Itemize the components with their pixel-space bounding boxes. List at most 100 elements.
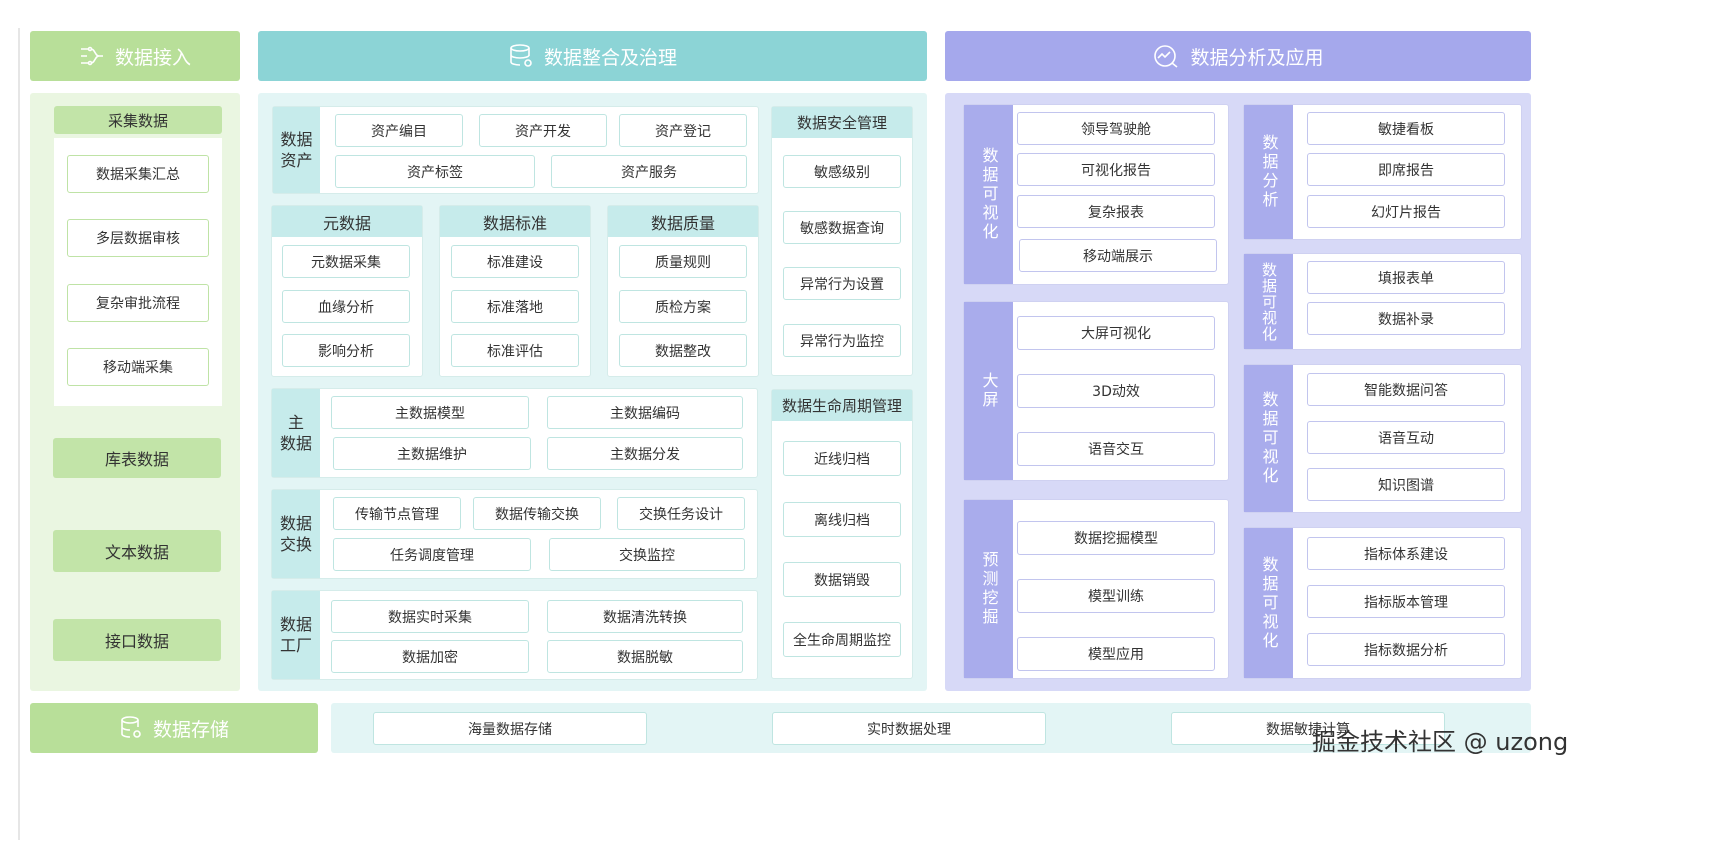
factory-item[interactable]: 数据加密 [331, 640, 529, 673]
header-label: 数据存储 [152, 718, 229, 741]
security-item[interactable]: 异常行为监控 [783, 324, 901, 357]
watermark: 掘金技术社区 @ uzong [1312, 728, 1569, 756]
label-text: 大屏 [979, 372, 999, 410]
standard-item[interactable]: 标准建设 [451, 245, 579, 278]
smart-qa-item[interactable]: 语音互动 [1307, 421, 1505, 454]
form-label: 数据可视化 [1244, 254, 1293, 349]
master-data-item[interactable]: 主数据分发 [547, 437, 743, 470]
form-item[interactable]: 填报表单 [1307, 261, 1505, 294]
asset-item[interactable]: 资产登记 [619, 114, 747, 147]
prediction-item[interactable]: 模型应用 [1017, 637, 1215, 671]
exchange-item[interactable]: 传输节点管理 [333, 497, 461, 530]
label-line: 资产 [280, 151, 313, 170]
metadata-item[interactable]: 元数据采集 [282, 245, 410, 278]
big-screen-item[interactable]: 大屏可视化 [1017, 316, 1215, 350]
prediction-label: 预测挖掘 [964, 500, 1013, 678]
asset-label: 数据资产 [273, 107, 320, 193]
lifecycle-item[interactable]: 全生命周期监控 [783, 622, 901, 657]
indicator-item[interactable]: 指标数据分析 [1307, 633, 1505, 666]
collect-item[interactable]: 数据采集汇总 [67, 155, 209, 193]
table-data-block[interactable]: 库表数据 [53, 438, 221, 478]
quality-item[interactable]: 质检方案 [619, 290, 747, 323]
asset-item[interactable]: 资产服务 [551, 155, 747, 188]
big-screen-item[interactable]: 3D动效 [1017, 374, 1215, 408]
asset-item[interactable]: 资产开发 [479, 114, 607, 147]
factory-item[interactable]: 数据清洗转换 [547, 600, 743, 633]
security-item[interactable]: 异常行为设置 [783, 267, 901, 300]
quality-item[interactable]: 数据整改 [619, 334, 747, 367]
collect-data-title: 采集数据 [54, 106, 222, 134]
label-line: 数据 [279, 615, 312, 634]
master-data-label: 主数据 [272, 389, 320, 477]
metadata-title: 元数据 [272, 206, 422, 237]
prediction-item[interactable]: 模型训练 [1017, 579, 1215, 613]
indicator-label: 数据可视化 [1244, 528, 1293, 678]
factory-item[interactable]: 数据实时采集 [331, 600, 529, 633]
metadata-item[interactable]: 血缘分析 [282, 290, 410, 323]
visualization-item[interactable]: 领导驾驶舱 [1017, 112, 1215, 145]
smart-qa-item[interactable]: 智能数据问答 [1307, 373, 1505, 406]
api-data-block[interactable]: 接口数据 [53, 619, 221, 661]
collect-item[interactable]: 移动端采集 [67, 348, 209, 386]
security-item[interactable]: 敏感级别 [783, 155, 901, 188]
analysis-item[interactable]: 即席报告 [1307, 153, 1505, 186]
asset-item[interactable]: 资产编目 [335, 114, 463, 147]
header-data-analysis: 数据分析及应用 [945, 31, 1531, 81]
quality-item[interactable]: 质量规则 [619, 245, 747, 278]
text-data-block[interactable]: 文本数据 [53, 530, 221, 572]
exchange-item[interactable]: 交换监控 [549, 538, 745, 571]
header-label: 数据接入 [114, 46, 191, 69]
indicator-item[interactable]: 指标体系建设 [1307, 537, 1505, 570]
visualization-item[interactable]: 可视化报告 [1017, 153, 1215, 186]
label-line: 数据 [280, 130, 313, 149]
master-data-item[interactable]: 主数据模型 [331, 396, 529, 429]
metadata-item[interactable]: 影响分析 [282, 334, 410, 367]
collect-item[interactable]: 多层数据审核 [67, 219, 209, 257]
security-item[interactable]: 敏感数据查询 [783, 211, 901, 244]
big-screen-item[interactable]: 语音交互 [1017, 432, 1215, 466]
storage-item[interactable]: 数据敏捷计算 [1171, 712, 1445, 745]
lifecycle-title: 数据生命周期管理 [772, 390, 912, 421]
visualization-label: 数据可视化 [964, 105, 1013, 284]
lifecycle-item[interactable]: 数据销毁 [783, 562, 901, 597]
smart-qa-label: 数据可视化 [1244, 365, 1293, 512]
standard-item[interactable]: 标准评估 [451, 334, 579, 367]
asset-item[interactable]: 资产标签 [335, 155, 535, 188]
visualization-item[interactable]: 移动端展示 [1019, 239, 1217, 272]
exchange-item[interactable]: 任务调度管理 [333, 538, 531, 571]
form-item[interactable]: 数据补录 [1307, 302, 1505, 335]
master-data-item[interactable]: 主数据编码 [547, 396, 743, 429]
left-divider [18, 28, 20, 840]
smart-qa-item[interactable]: 知识图谱 [1307, 468, 1505, 501]
header-data-governance: 数据整合及治理 [258, 31, 927, 81]
prediction-item[interactable]: 数据挖掘模型 [1017, 521, 1215, 555]
label-line: 数据 [279, 514, 312, 533]
factory-label: 数据工厂 [272, 591, 320, 679]
standard-title: 数据标准 [440, 206, 590, 237]
collect-item[interactable]: 复杂审批流程 [67, 284, 209, 322]
header-data-storage: 数据存储 [30, 703, 318, 753]
analysis-item[interactable]: 幻灯片报告 [1307, 195, 1505, 228]
storage-icon [121, 716, 141, 738]
storage-item[interactable]: 实时数据处理 [772, 712, 1046, 745]
lifecycle-item[interactable]: 近线归档 [783, 441, 901, 476]
analysis-icon [1154, 45, 1178, 68]
label-line: 主 [287, 413, 304, 432]
label-text: 数据分析 [1259, 134, 1279, 210]
storage-item[interactable]: 海量数据存储 [373, 712, 647, 745]
label-line: 工厂 [279, 636, 312, 655]
exchange-item[interactable]: 交换任务设计 [617, 497, 745, 530]
factory-item[interactable]: 数据脱敏 [547, 640, 743, 673]
header-label: 数据分析及应用 [1190, 46, 1324, 69]
indicator-item[interactable]: 指标版本管理 [1307, 585, 1505, 618]
analysis-item[interactable]: 敏捷看板 [1307, 112, 1505, 145]
visualization-item[interactable]: 复杂报表 [1017, 195, 1215, 228]
label-text: 数据可视化 [1260, 261, 1278, 342]
exchange-item[interactable]: 数据传输交换 [473, 497, 601, 530]
label-line: 交换 [279, 535, 312, 554]
analysis-label: 数据分析 [1244, 105, 1293, 239]
lifecycle-item[interactable]: 离线归档 [783, 502, 901, 537]
data-flow-icon [80, 46, 103, 66]
master-data-item[interactable]: 主数据维护 [333, 437, 531, 470]
standard-item[interactable]: 标准落地 [451, 290, 579, 323]
